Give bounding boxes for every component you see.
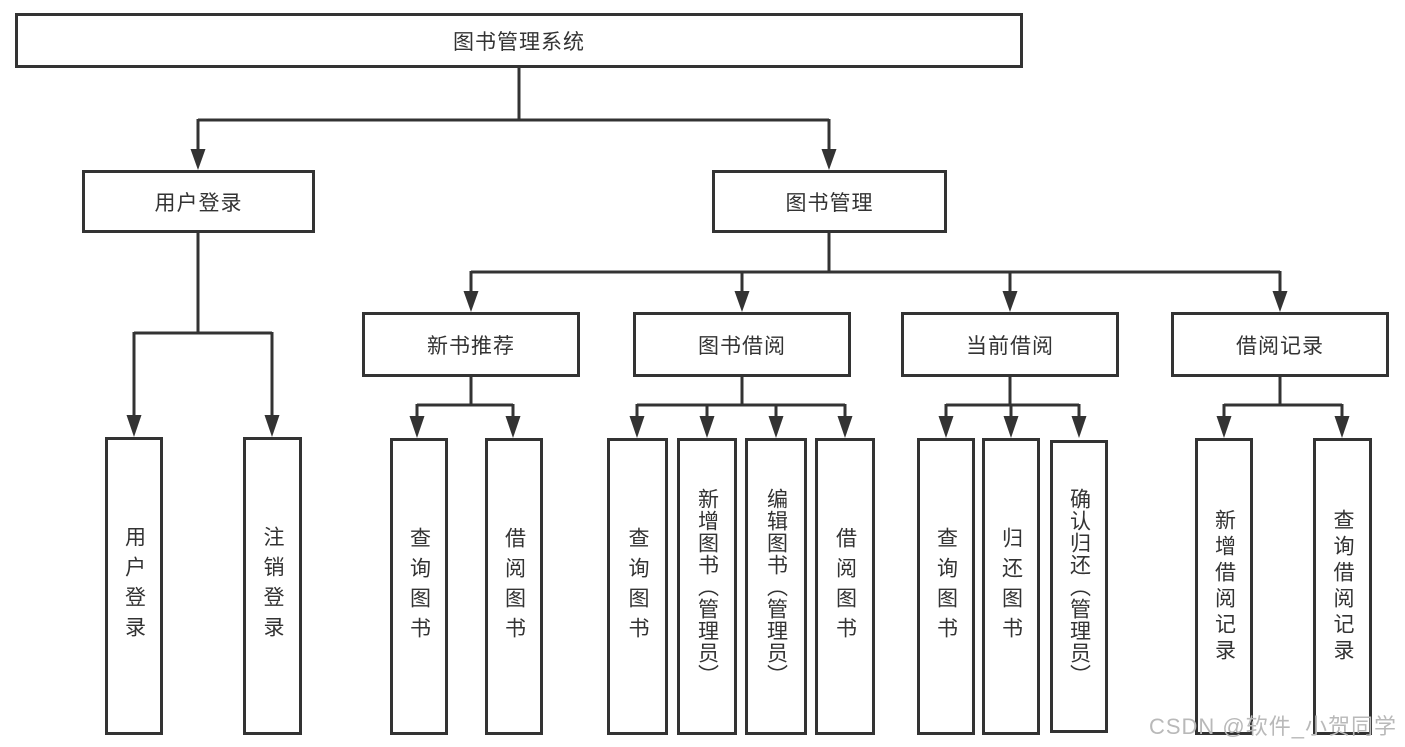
node-book-management: 图书管理 <box>712 170 947 233</box>
node-new-book-recommend: 新书推荐 <box>362 312 580 377</box>
leaf-logout: 注销登录 <box>243 437 302 735</box>
leaf-user-login: 用户登录 <box>105 437 163 735</box>
leaf-return-books: 归还图书 <box>982 438 1040 735</box>
csdn-watermark: CSDN @软件_小贺同学 <box>1148 714 1397 739</box>
leaf-edit-books-admin: 编辑图书（管理员） <box>745 438 807 735</box>
node-library-system: 图书管理系统 <box>15 13 1023 68</box>
leaf-add-books-admin: 新增图书（管理员） <box>677 438 737 735</box>
node-current-borrowing: 当前借阅 <box>901 312 1119 377</box>
leaf-query-books-current: 查询图书 <box>917 438 975 735</box>
leaf-query-borrow-record: 查询借阅记录 <box>1313 438 1372 735</box>
leaf-borrow-books: 借阅图书 <box>815 438 875 735</box>
node-user-login: 用户登录 <box>82 170 315 233</box>
leaf-query-books-borrowing: 查询图书 <box>607 438 668 735</box>
leaf-borrow-books-recommend: 借阅图书 <box>485 438 543 735</box>
node-borrow-records: 借阅记录 <box>1171 312 1389 377</box>
node-book-borrowing: 图书借阅 <box>633 312 851 377</box>
leaf-confirm-return-admin: 确认归还（管理员） <box>1050 440 1108 733</box>
leaf-query-books-recommend: 查询图书 <box>390 438 448 735</box>
leaf-add-borrow-record: 新增借阅记录 <box>1195 438 1253 735</box>
